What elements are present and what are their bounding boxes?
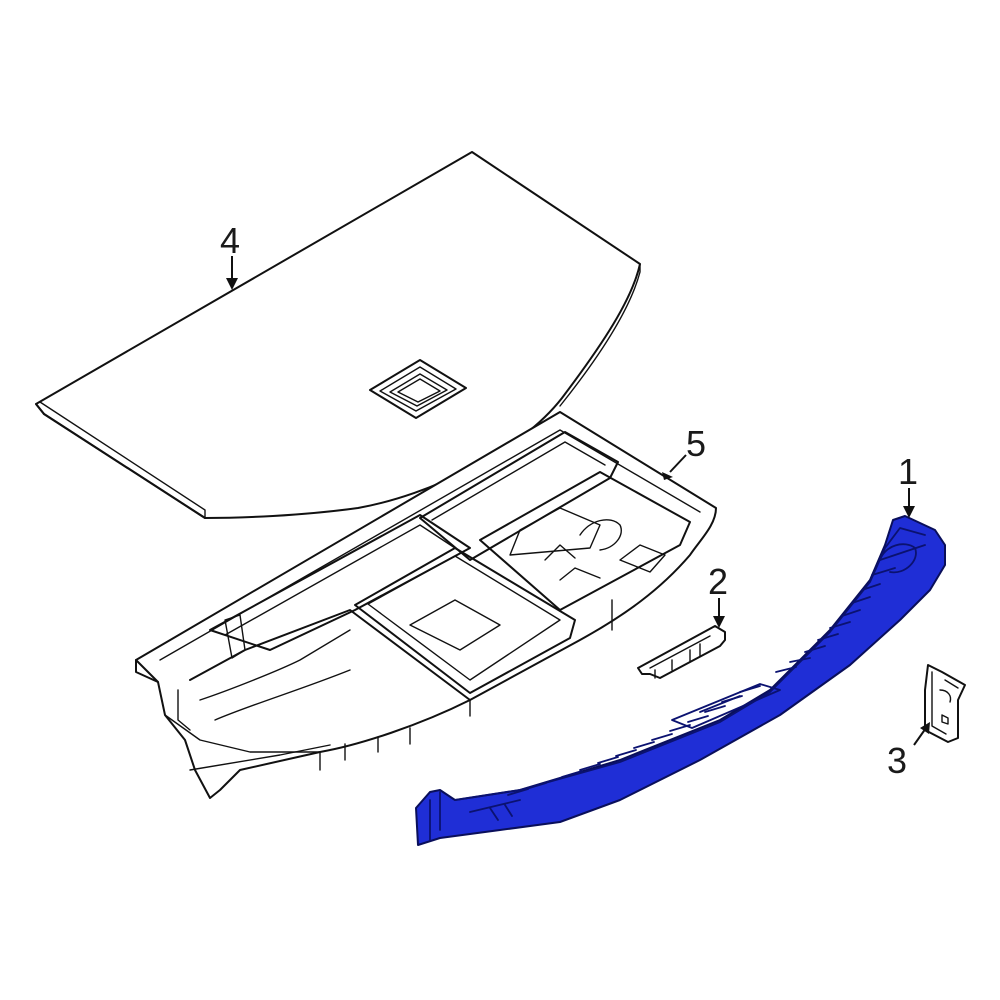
callout-3: 3 (887, 740, 907, 781)
callout-2: 2 (708, 561, 728, 602)
leader-arrow-3 (913, 722, 930, 746)
callout-5: 5 (686, 423, 706, 464)
leader-arrow-2 (713, 598, 725, 628)
leader-arrow-1 (903, 488, 915, 518)
leader-arrow-4 (226, 256, 238, 290)
retainer-clip (637, 625, 726, 679)
callout-4: 4 (220, 220, 240, 261)
callout-1: 1 (898, 451, 918, 492)
mounting-bracket (924, 664, 966, 743)
cover-handle-recess (369, 359, 467, 419)
leader-arrow-5 (662, 454, 687, 480)
storage-tray (135, 411, 717, 799)
sill-trim-ribs (507, 544, 926, 796)
rear-sill-trim (415, 515, 946, 846)
